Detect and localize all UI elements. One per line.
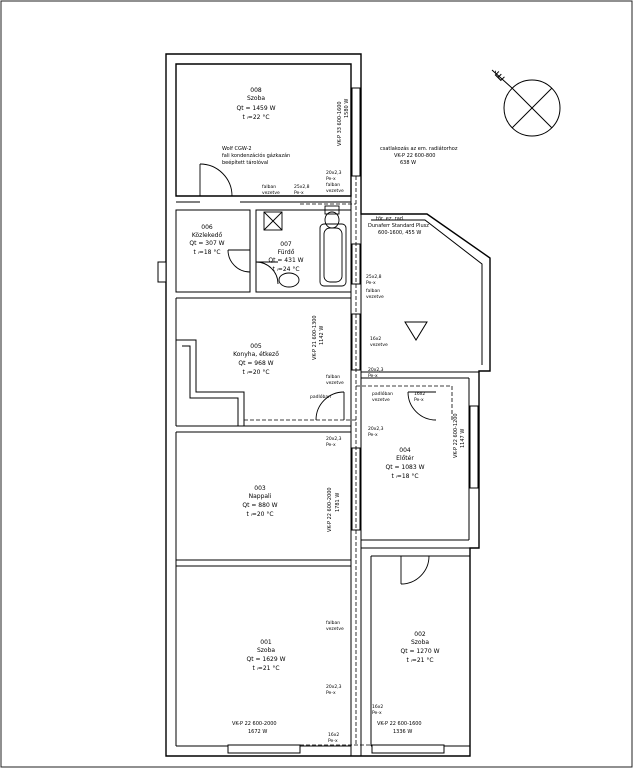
rad-001-type: VK-P 22 600-2000 bbox=[232, 721, 277, 727]
wall-note-b2: vezetve bbox=[262, 190, 280, 196]
wall-note-g2: vezetve bbox=[326, 626, 344, 632]
interior-walls bbox=[175, 64, 483, 756]
room-001-name: Szoba bbox=[257, 647, 275, 654]
pipe-pex-i: Pe-x bbox=[372, 710, 382, 716]
north-arrow bbox=[491, 69, 561, 137]
room-004-temp: t ᵢ=18 °C bbox=[391, 473, 418, 480]
room-002-temp: t ᵢ=21 °C bbox=[406, 657, 433, 664]
room-006-heat: Qt = 307 W bbox=[189, 240, 224, 247]
boiler-line2: fali kondenzációs gázkazán bbox=[222, 152, 290, 159]
pipe-20-a: 20x2,3 bbox=[326, 170, 342, 176]
rad-008-power: 1580 W bbox=[344, 99, 350, 118]
wall-note-g1: falban bbox=[326, 620, 340, 626]
rad-note-line1: csatlakozás az em. radiátorhoz bbox=[380, 145, 458, 152]
room-007-temp: t ᵢ=24 °C bbox=[272, 266, 299, 273]
wall-note-c2: vezetve bbox=[366, 294, 384, 300]
room-007-number: 007 bbox=[280, 241, 292, 248]
rad-008-type: VK-P 33 600-1600 bbox=[337, 101, 343, 146]
bath-rad-line3: 600-1600, 455 W bbox=[378, 230, 421, 236]
rad-004-type: VK-P 22 600-1200 bbox=[453, 413, 459, 458]
pipe-16-d: 16x2 bbox=[328, 732, 339, 738]
rad-002-type: VK-P 22 600-1600 bbox=[377, 721, 422, 727]
pipe-pex-h: Pe-x bbox=[326, 690, 336, 696]
bathroom-fixtures bbox=[263, 205, 347, 288]
wall-note-a1: falban bbox=[326, 182, 340, 188]
room-005-number: 005 bbox=[250, 343, 262, 350]
room-008-heat: Qt = 1459 W bbox=[236, 105, 275, 112]
outer-walls bbox=[165, 53, 491, 757]
doors bbox=[199, 163, 437, 585]
boiler-line1: Wolf CGW-2 bbox=[222, 146, 252, 152]
rad-005-type: VK-P 21 600-1300 bbox=[312, 315, 318, 360]
wall-note-c1: falban bbox=[366, 288, 380, 294]
pipe-16-a: 16x2 bbox=[370, 336, 381, 342]
pipe-20-c: 20x2,3 bbox=[368, 426, 384, 432]
room-005-temp: t ᵢ=20 °C bbox=[242, 369, 269, 376]
pipe-25-b: 25x2,8 bbox=[366, 274, 382, 280]
pipe-pex-a: Pe-x bbox=[326, 176, 336, 182]
pipe-pex-b: Pe-x bbox=[294, 190, 304, 196]
pipe-pex-j: Pe-x bbox=[328, 738, 338, 744]
room-006-number: 006 bbox=[201, 224, 213, 231]
room-008-number: 008 bbox=[250, 87, 262, 94]
wall-note-e2: vezetve bbox=[326, 380, 344, 386]
room-005-heat: Qt = 968 W bbox=[238, 360, 273, 367]
room-006-temp: t ᵢ=18 °C bbox=[193, 249, 220, 256]
wall-note-a2: vezetve bbox=[326, 188, 344, 194]
wall-note-d2: vezetve bbox=[370, 342, 388, 348]
room-004-heat: Qt = 1083 W bbox=[385, 464, 424, 471]
pipe-16-b: 16x2 bbox=[414, 391, 425, 397]
rad-001-power: 1672 W bbox=[248, 729, 267, 735]
room-001-number: 001 bbox=[260, 639, 272, 646]
bath-rad-line1: tör. ez. rad. bbox=[376, 216, 405, 222]
room-001-temp: t ᵢ=21 °C bbox=[252, 665, 279, 672]
rad-note-line3: 638 W bbox=[400, 160, 416, 166]
stair-symbol bbox=[404, 321, 428, 341]
room-008-name: Szoba bbox=[247, 95, 265, 102]
room-002-name: Szoba bbox=[411, 639, 429, 646]
pipe-pex-g: Pe-x bbox=[326, 442, 336, 448]
floor-note-b: padlóban bbox=[372, 390, 393, 397]
pipe-lines bbox=[244, 176, 453, 746]
room-007-heat: Qt = 431 W bbox=[268, 257, 303, 264]
pipe-pex-c: Pe-x bbox=[366, 280, 376, 286]
rad-003-power: 1781 W bbox=[335, 493, 341, 512]
room-007-name: Fürdő bbox=[278, 249, 295, 256]
room-002-heat: Qt = 1270 W bbox=[400, 648, 439, 655]
room-004-name: Előtér bbox=[396, 455, 414, 462]
pipe-25: 25x2,8 bbox=[294, 184, 310, 190]
room-003-name: Nappali bbox=[249, 493, 272, 500]
room-003-heat: Qt = 880 W bbox=[242, 502, 277, 509]
room-008-temp: t ᵢ=22 °C bbox=[242, 114, 269, 121]
pipe-pex-d: Pe-x bbox=[368, 373, 378, 379]
pipe-pex-f: Pe-x bbox=[368, 432, 378, 438]
pipe-16-c: 16x2 bbox=[372, 704, 383, 710]
room-004-number: 004 bbox=[399, 447, 411, 454]
room-003-temp: t ᵢ=20 °C bbox=[246, 511, 273, 518]
room-001-heat: Qt = 1629 W bbox=[246, 656, 285, 663]
rad-005-power: 1142 W bbox=[319, 326, 325, 345]
room-002-number: 002 bbox=[414, 631, 426, 638]
rad-note-line2: VK-P 22 600-800 bbox=[394, 153, 435, 159]
bath-rad-line2: Dunaferr Standard Plusz bbox=[368, 223, 429, 229]
rad-004-power: 1147 W bbox=[460, 429, 466, 448]
floor-note-a: padlóban bbox=[310, 393, 331, 400]
pipe-20-d: 20x2,3 bbox=[326, 436, 342, 442]
pipe-20-e: 20x2,3 bbox=[326, 684, 342, 690]
pipe-pex-e: Pe-x bbox=[414, 397, 424, 403]
rad-003-type: VK-P 22 600-2000 bbox=[327, 487, 333, 532]
room-005-name: Konyha, étkező bbox=[233, 351, 279, 358]
room-006-name: Közlekedő bbox=[192, 232, 223, 239]
rad-002-power: 1336 W bbox=[393, 729, 412, 735]
room-003-number: 003 bbox=[254, 485, 266, 492]
boiler-line3: beépített tárolóval bbox=[222, 159, 268, 166]
wall-note-f2: vezetve bbox=[372, 397, 390, 403]
wall-note-b1: falban bbox=[262, 184, 276, 190]
wall-note-e1: falban bbox=[326, 374, 340, 380]
pipe-20-b: 20x2,3 bbox=[368, 367, 384, 373]
